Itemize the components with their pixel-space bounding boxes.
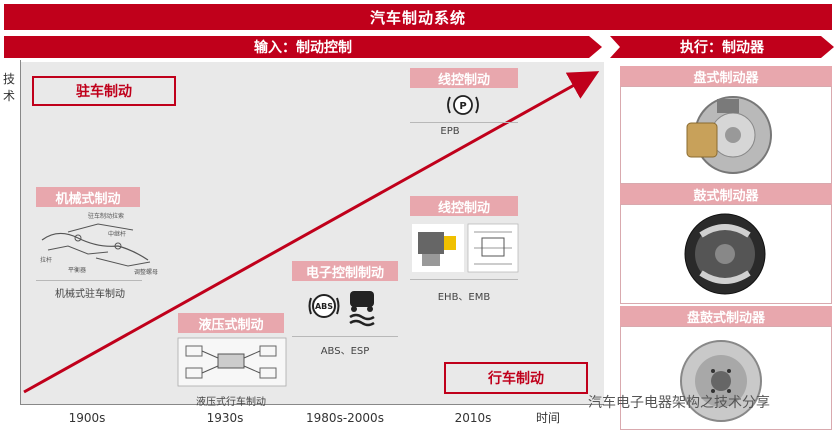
bbw-service-tag: 线控制动 <box>410 196 518 216</box>
bbw-service-underline <box>410 279 518 280</box>
service-brake-box: 行车制动 <box>444 362 588 394</box>
abs-icon-text: ABS <box>315 302 333 311</box>
electronic-underline <box>292 336 398 337</box>
disc-brake-image <box>620 86 832 184</box>
electronic-brake-tag: 电子控制制动 <box>292 261 398 281</box>
x-axis-label: 时间 <box>536 411 561 425</box>
sketch-label-relay-rod: 中继杆 <box>108 230 126 238</box>
x-tick-2010s: 2010s <box>454 411 492 425</box>
epb-icon: P <box>447 95 479 115</box>
ehb-emb-sketch <box>412 223 519 273</box>
y-axis <box>20 60 21 405</box>
disc-drum-brake-image <box>620 326 832 430</box>
mechanical-underline <box>36 280 142 281</box>
x-tick-1900s: 1900s <box>68 411 106 425</box>
hydraulic-brake-tag: 液压式制动 <box>178 313 284 333</box>
x-tick-1930s: 1930s <box>206 411 244 425</box>
sketch-label-pull-rod: 拉杆 <box>40 256 52 264</box>
bbw-parking-tag: 线控制动 <box>410 68 518 88</box>
parking-brake-box: 驻车制动 <box>32 76 176 106</box>
drum-brake-image <box>620 204 832 304</box>
mechanical-caption: 机械式驻车制动 <box>55 289 125 300</box>
disc-brake-label: 盘式制动器 <box>620 66 832 86</box>
watermark: 汽车电子电器架构之技术分享 <box>588 395 770 411</box>
input-header: 输入：制动控制 <box>4 36 602 58</box>
sketch-label-equalizer: 平衡器 <box>68 266 86 274</box>
drum-brake-icon <box>684 213 766 295</box>
x-axis <box>20 404 604 405</box>
epb-icon-text: P <box>459 101 466 112</box>
hydraulic-brake-sketch <box>177 337 287 387</box>
output-header: 执行：制动器 <box>610 36 834 58</box>
bbw-parking-caption: EPB <box>440 126 460 137</box>
bbw-parking-underline <box>410 122 518 123</box>
disc-drum-brake-label: 盘鼓式制动器 <box>620 306 832 326</box>
mechanical-brake-tag: 机械式制动 <box>36 187 140 207</box>
x-tick-1980s-2000s: 1980s-2000s <box>306 411 384 425</box>
sketch-label-adjust-nut: 调整螺母 <box>134 268 158 276</box>
y-axis-label-2: 术 <box>3 89 16 103</box>
mechanical-brake-sketch: 驻车制动拉索 中继杆 拉杆 平衡器 调整螺母 <box>40 212 158 276</box>
sketch-label-cable: 驻车制动拉索 <box>88 212 124 220</box>
abs-icon: ABS <box>308 294 340 318</box>
drum-brake-label: 鼓式制动器 <box>620 184 832 204</box>
esp-icon <box>349 291 375 327</box>
main-title: 汽车制动系统 <box>4 4 832 30</box>
trend-arrow <box>23 71 600 394</box>
bbw-service-caption: EHB、EMB <box>437 292 491 303</box>
disc-drum-brake-icon <box>680 340 762 422</box>
electronic-caption: ABS、ESP <box>320 346 370 357</box>
y-axis-label-1: 技 <box>3 72 16 86</box>
disc-brake-icon <box>686 96 772 174</box>
hydraulic-caption: 液压式行车制动 <box>196 397 266 408</box>
